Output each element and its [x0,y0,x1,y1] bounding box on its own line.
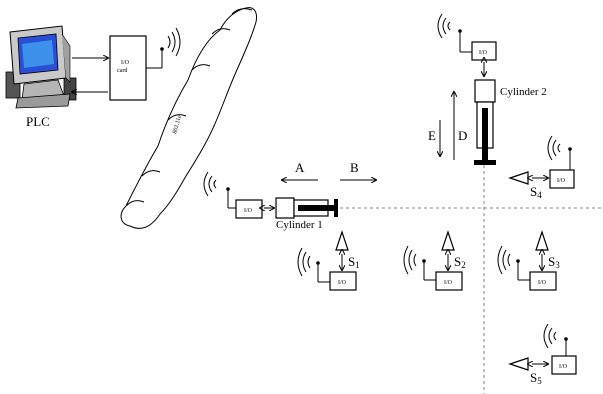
sensor-s3: S3 I/O [497,230,560,291]
sensor-s1-wifi-icon [302,251,307,273]
arrow-e-label: E [428,128,436,143]
cloud-lobe-6 [125,200,145,207]
sensor-s1-io-label: I/O [338,280,347,286]
cloud-lobe-2 [211,28,231,35]
sensor-s5-io-box [551,355,577,375]
cylinder1-label: Cylinder 1 [276,219,323,231]
sensor-s5-wifi-icon [548,327,553,345]
cylinder1-antenna-tip [226,187,230,191]
sensor-s3-io-box [529,271,557,291]
plc-computer-icon [5,25,77,109]
sensor-s4-label: S4 [530,184,542,200]
sensor-s1-triangle [335,230,349,251]
wireless-cloud [120,7,257,229]
sensor-s5-triangle [508,357,529,371]
sensor-s3-triangle [535,230,549,251]
sensor-s2-triangle [441,230,455,251]
cloud-lobe-3 [191,64,211,71]
io-card-box [109,35,147,101]
sensor-s4-triangle [508,171,529,185]
sensor-s4: S4 I/O [508,135,575,200]
card-antenna-tip [160,47,164,51]
sensor-s2-wifi-icon [408,249,413,271]
cloud-lobe-4 [167,114,187,121]
sensor-s5-label: S5 [530,370,542,386]
sensor-s2-label: S2 [454,254,466,270]
cylinder2-antenna-tip [458,29,462,33]
arrow-a-label: A [295,160,305,175]
cylinder2-io-label: I/O [479,50,488,56]
sensor-s1: S1 I/O [297,230,360,291]
arrow-d-label: D [458,128,467,143]
sensor-s1-io-box [329,271,357,291]
cylinder2-wifi-icon [437,13,451,39]
cloud-lobe-1 [231,8,253,15]
io-card-label: I/O card [117,60,131,74]
sensor-s3-wifi-icon [502,249,507,271]
cloud-lobe-5 [141,170,161,177]
plc-label: PLC [26,114,50,129]
sensor-s4-io-box [549,169,575,189]
sensor-s3-label: S3 [548,254,560,270]
cylinder1-shape [275,197,338,219]
network-label: 802.11e [172,114,183,134]
cylinder2-label: Cylinder 2 [500,86,547,98]
sensor-s2-io-label: I/O [444,280,453,286]
arrow-b-label: B [350,160,359,175]
card-wifi-icon [167,27,181,57]
sensor-s1-label: S1 [348,254,360,270]
sensor-s5: S5 I/O [508,323,577,386]
cylinder1-io-label: I/O [244,208,253,214]
sensor-s3-io-label: I/O [538,280,547,286]
sensor-s4-wifi-icon [552,139,557,157]
sensor-s2: S2 I/O [403,230,466,291]
sensor-s5-io-label: I/O [559,364,568,370]
sensor-s2-io-box [435,271,463,291]
cylinder2-shape [474,79,496,165]
cylinder1-wifi-icon [203,171,217,197]
sensor-s4-io-label: I/O [557,178,566,184]
